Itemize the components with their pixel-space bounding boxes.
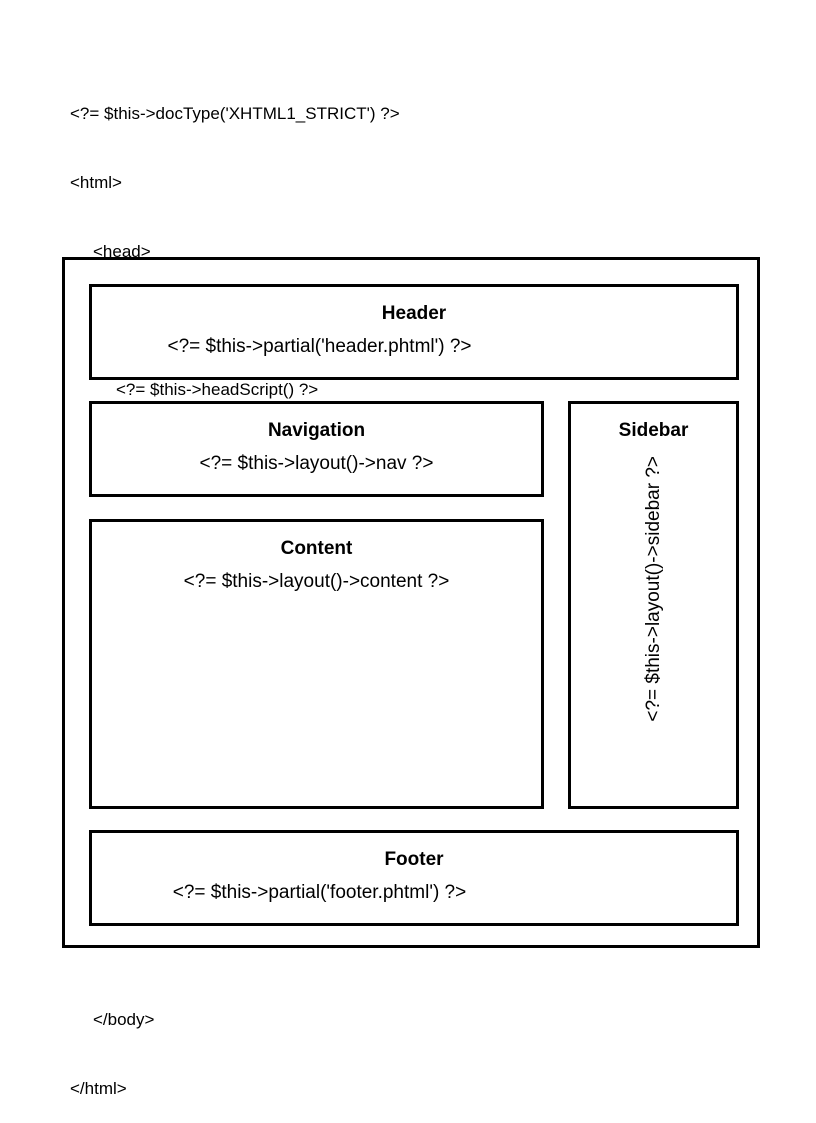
layout-outer-box: Header <?= $this->partial('header.phtml'…	[62, 257, 760, 948]
region-header-box: Header <?= $this->partial('header.phtml'…	[89, 284, 739, 380]
code-line: <?= $this->docType('XHTML1_STRICT') ?>	[70, 104, 400, 123]
region-footer-code: <?= $this->partial('footer.phtml') ?>	[172, 882, 467, 903]
region-sidebar-title: Sidebar	[618, 420, 689, 441]
code-line: </html>	[70, 1079, 127, 1098]
code-line: </body>	[93, 1010, 155, 1029]
region-footer-title: Footer	[384, 849, 444, 870]
code-line: <html>	[70, 173, 122, 192]
code-line: <?= $this->headScript() ?>	[116, 380, 319, 399]
region-header-code: <?= $this->partial('header.phtml') ?>	[167, 336, 472, 357]
region-navigation-code: <?= $this->layout()->nav ?>	[199, 453, 434, 474]
region-sidebar-code: <?= $this->layout()->sidebar ?>	[643, 456, 664, 722]
region-content-box: Content <?= $this->layout()->content ?>	[89, 519, 544, 809]
region-content-code: <?= $this->layout()->content ?>	[183, 571, 450, 592]
region-sidebar-code-wrapper: <?= $this->layout()->sidebar ?>	[571, 456, 736, 804]
region-navigation-box: Navigation <?= $this->layout()->nav ?>	[89, 401, 544, 497]
region-content-title: Content	[280, 538, 353, 559]
region-footer-box: Footer <?= $this->partial('footer.phtml'…	[89, 830, 739, 926]
region-header-title: Header	[381, 303, 447, 324]
code-line: <head>	[93, 242, 151, 261]
code-block-bottom: </body> </html>	[0, 962, 816, 1123]
region-navigation-title: Navigation	[267, 420, 366, 441]
region-sidebar-box: Sidebar <?= $this->layout()->sidebar ?>	[568, 401, 739, 809]
